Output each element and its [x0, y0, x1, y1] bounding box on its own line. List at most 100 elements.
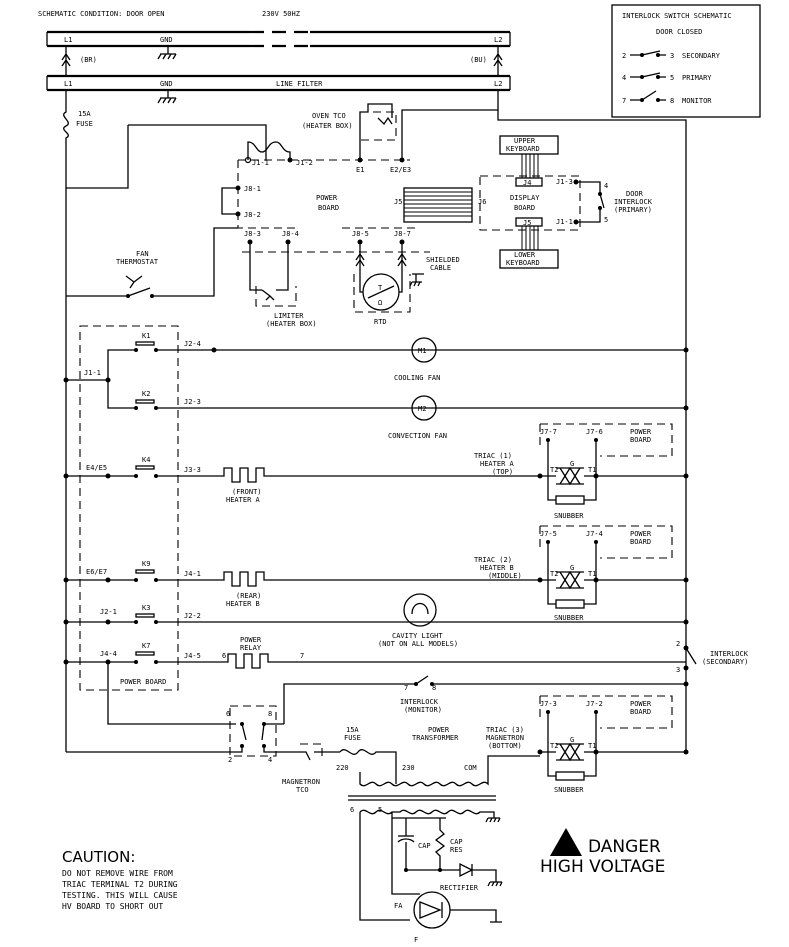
fan-thermostat: FAN THERMOSTAT [66, 227, 238, 298]
wire-j1-1-l1 [66, 125, 129, 189]
j7-7-label: J7-7 [540, 428, 557, 436]
tap-220: 220 [336, 764, 349, 772]
power-relay-label-1: POWER [240, 636, 262, 644]
display-board-label-2: BOARD [514, 204, 535, 212]
j6-label: J6 [478, 198, 486, 206]
f-label: F [414, 936, 418, 944]
upper-keyboard-label-1: UPPER [514, 137, 536, 145]
m2-label: M2 [418, 405, 426, 413]
magnetron-tco-label-2: TCO [296, 786, 309, 794]
e2e3-label: E2/E3 [390, 166, 411, 174]
cooling-fan-label: COOLING FAN [394, 374, 440, 382]
pb-t2-label-b: BOARD [630, 538, 651, 546]
j1-1-branch [66, 349, 134, 409]
cap-res-label-1: CAP [450, 838, 463, 846]
sec-pin-5: 5 [378, 806, 382, 814]
interlock-secondary-label-2: (SECONDARY) [702, 658, 748, 666]
rectifier-label: RECTIFIER [440, 884, 479, 892]
triac3-snubber: SNUBBER [554, 786, 584, 794]
caution-title: CAUTION: [62, 848, 135, 866]
fan-thermostat-label-2: THERMOSTAT [116, 258, 159, 266]
pb-t3-label-a: POWER [630, 700, 652, 708]
warning-exclamation: ! [562, 837, 572, 856]
triac2-t2: T2 [550, 570, 558, 578]
l1b-label: L1 [64, 80, 72, 88]
triac2-label-2: HEATER B [480, 564, 514, 572]
triac3-t1: T1 [588, 742, 596, 750]
pb-t2-label-a: POWER [630, 530, 652, 538]
j2-4-label: J2-4 [184, 340, 201, 348]
gnd2-label: GND [160, 80, 173, 88]
triac-3-magnetron: J7-3 J7-2 POWER BOARD TRIAC (3) MAGNETRO… [486, 695, 689, 794]
fuse2-15a-label: 15A [346, 726, 359, 734]
power-board-relay-region [79, 325, 179, 691]
rtd-sensor: T Ω RTD SHIELDED CABLE [353, 242, 460, 326]
j8-4-label: J8-4 [282, 230, 299, 238]
triac1-snubber: SNUBBER [554, 512, 584, 520]
l1-label: L1 [64, 36, 72, 44]
j8-2-label: J8-2 [244, 211, 261, 219]
j2-2-label: J2-2 [184, 612, 201, 620]
not-all-models-label: (NOT ON ALL MODELS) [378, 640, 458, 648]
k1-label: K1 [142, 332, 150, 340]
l2-to-e2e3-wire [401, 90, 499, 160]
fuse-15a-magnetron: 15A FUSE [339, 726, 397, 770]
l2-right-rail [497, 110, 687, 752]
triac3-label-2: MAGNETRON [486, 734, 524, 742]
caution-line-3: TESTING. THIS WILL CAUSE [62, 891, 178, 900]
door-pin-4: 4 [604, 182, 608, 190]
isw-row3-b: 8 [670, 97, 674, 105]
door-pin-5: 5 [604, 216, 608, 224]
interlock-monitor-label-1: INTERLOCK [400, 698, 439, 706]
rear-label: (REAR) [236, 592, 261, 600]
j3-3-label: J3-3 [184, 466, 201, 474]
k7-label: K7 [142, 642, 150, 650]
pb-t1-label-a: POWER [630, 428, 652, 436]
interlock-secondary-label-1: INTERLOCK [710, 650, 749, 658]
l2b-label: L2 [494, 80, 502, 88]
line-filter: L1 GND LINE FILTER L2 [46, 74, 511, 104]
danger-title: DANGER [588, 837, 661, 857]
triac1-label-3: (TOP) [492, 468, 513, 476]
triac3-label-1: TRIAC (3) [486, 726, 524, 734]
isw-row2-label: PRIMARY [682, 74, 712, 82]
limiter-label-2: (HEATER BOX) [266, 320, 317, 328]
power-board-label-1: POWER [316, 194, 338, 202]
k2-label: K2 [142, 390, 150, 398]
schematic-condition: SCHEMATIC CONDITION: DOOR OPEN [38, 10, 164, 18]
triac3-g: G [570, 736, 574, 744]
power-board-lower-label: POWER BOARD [120, 678, 166, 686]
cavity-light-label: CAVITY LIGHT [392, 632, 443, 640]
relay-k7-power-relay: J4-4 K7 J4-5 POWER RELAY 6 7 [63, 636, 686, 669]
warning-triangle-icon [550, 828, 582, 856]
heater-a-label: HEATER A [226, 496, 261, 504]
isw-row3-a: 7 [622, 97, 626, 105]
m1-label: M1 [418, 347, 426, 355]
isw-row1-label: SECONDARY [682, 52, 721, 60]
oven-tco-heater-box: (HEATER BOX) [302, 122, 353, 130]
l2-label: L2 [494, 36, 502, 44]
j1-1-label: J1-1 [252, 159, 269, 167]
rtd-t: T [378, 284, 383, 292]
triac1-t1: T1 [588, 466, 596, 474]
limiter-heater-box: LIMITER (HEATER BOX) [249, 242, 317, 328]
j7-2-label: J7-2 [586, 700, 603, 708]
limiter-label-1: LIMITER [274, 312, 304, 320]
door-interlock-label-1: DOOR [626, 190, 644, 198]
convection-fan-label: CONVECTION FAN [388, 432, 447, 440]
j4-label: J4 [523, 179, 531, 187]
fuse-15a: 15A FUSE [63, 90, 93, 752]
secondary-pin-2: 2 [676, 640, 680, 648]
j5-label: J5 [394, 198, 402, 206]
power-relay-label-2: RELAY [240, 644, 262, 652]
relay-k1-cooling-fan: K1 J2-4 M1 COOLING FAN [134, 332, 689, 382]
fuse2-label: FUSE [344, 734, 361, 742]
triac-2-heater-b: J7-5 J7-4 POWER BOARD TRIAC (2) HEATER B… [474, 525, 689, 622]
door-interlock-label-3: (PRIMARY) [614, 206, 652, 214]
relay-k4-heater-a: K4 E4/E5 J3-3 (FRONT) HEATER A [63, 456, 540, 504]
power-relay-pin-6: 6 [222, 652, 226, 660]
j7-3-label: J7-3 [540, 700, 557, 708]
power-relay-contacts: 6 8 2 4 [66, 662, 296, 764]
j7-6-label: J7-6 [586, 428, 603, 436]
